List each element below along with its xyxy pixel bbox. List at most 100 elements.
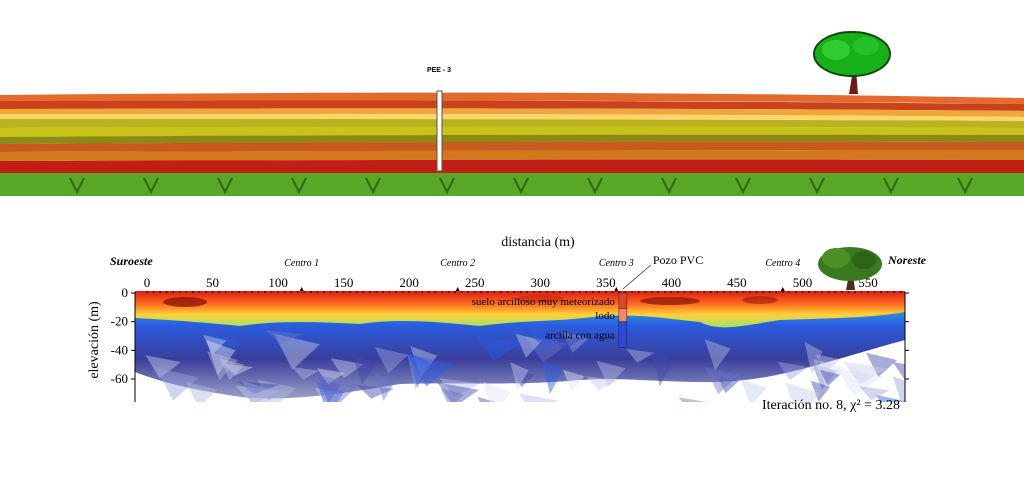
well-layer [618, 321, 628, 348]
electrode-dot [526, 291, 529, 293]
mesh-facet [145, 355, 181, 379]
electrode-dot [572, 291, 574, 293]
direction-right: Noreste [887, 253, 927, 267]
mesh-facet [784, 382, 820, 402]
mesh-facet [206, 339, 236, 375]
electrode-dot [650, 291, 653, 293]
electrode-dot [519, 291, 522, 293]
grass-mark [883, 177, 899, 195]
mesh-facet [561, 331, 590, 353]
y-tick-label: -20 [111, 314, 128, 329]
mesh-facet [716, 375, 739, 394]
electrode-dot [860, 291, 863, 293]
stratum-5 [0, 119, 1024, 128]
mesh-facet [375, 373, 396, 401]
electrode-dot [722, 291, 725, 293]
resistive-anomaly-1 [163, 297, 207, 307]
x-tick-label: 450 [727, 275, 747, 290]
electrode-dot [382, 291, 384, 293]
mesh-facet [625, 348, 655, 363]
x-tick-label: 150 [334, 275, 354, 290]
electrode-dot [742, 291, 745, 293]
mesh-facet [510, 362, 529, 390]
electrode-markers [146, 291, 902, 293]
electrode-dot [178, 291, 181, 293]
mesh-facet [408, 352, 431, 388]
electrode-dot [853, 291, 856, 293]
well-leader-line [622, 264, 652, 290]
mesh-facet [474, 335, 522, 362]
mesh-facet [186, 381, 218, 402]
electrode-dot [683, 291, 686, 293]
electrode-dot [749, 291, 751, 293]
electrode-dot [886, 291, 889, 293]
mesh-facet [515, 333, 542, 358]
x-tick-label: 500 [793, 275, 813, 290]
electrode-dot [211, 291, 214, 293]
electrode-dot [152, 291, 155, 293]
electrode-dot [434, 291, 437, 293]
mesh-facet [273, 333, 321, 370]
strata-layers [0, 92, 1024, 173]
electrode-dot [513, 291, 515, 293]
electrode-dot [198, 291, 201, 293]
mesh-facet [235, 385, 280, 402]
electrode-dot [460, 291, 463, 293]
grass-mark [217, 177, 233, 195]
electrode-dot [827, 291, 830, 293]
y-axis-ticks: 0-20-40-60 [111, 285, 909, 386]
electrode-dot [545, 291, 548, 293]
mesh-facet [483, 381, 512, 402]
grass-mark [735, 177, 751, 195]
mesh-facet [222, 363, 254, 376]
electrode-dot [637, 291, 640, 293]
grass-mark [69, 177, 85, 195]
electrode-dot [559, 291, 561, 293]
electrode-dot [670, 291, 673, 293]
mesh-facet [865, 352, 898, 378]
mesh-facet [650, 349, 674, 387]
well-layer [618, 308, 628, 322]
electrode-dot [840, 291, 843, 293]
mesh-facet [892, 376, 905, 402]
mesh-facet [314, 373, 360, 402]
mesh-facet [704, 366, 739, 395]
electrode-dot [755, 291, 758, 293]
electrode-dot [355, 291, 358, 293]
mesh-facet [439, 378, 480, 397]
electrode-dot [618, 291, 620, 293]
mesh-facet [804, 341, 823, 375]
mesh-facet [842, 361, 887, 385]
grass-mark [661, 177, 677, 195]
electrode-dot [781, 291, 784, 293]
tree-lower-icon [818, 247, 882, 290]
mesh-facet [777, 361, 809, 381]
mesh-facet [316, 368, 345, 385]
electrode-dot [427, 291, 430, 293]
electrode-dot [473, 291, 476, 293]
mesh-facet [858, 386, 890, 401]
mesh-facet [318, 377, 342, 402]
electrode-dot [768, 291, 771, 293]
electrode-dot [585, 291, 588, 293]
mesh-facet [815, 354, 841, 373]
y-tick-label: -60 [111, 371, 128, 386]
electrode-dot [205, 291, 207, 293]
electrode-dot [257, 291, 260, 293]
center-label: Centro 1 [284, 258, 319, 269]
well-label: PEE - 3 [427, 67, 451, 74]
electrode-dot [447, 291, 450, 293]
mesh-facet [541, 359, 563, 394]
stratum-9 [0, 150, 1024, 161]
well-layer-label: arcilla con agua [545, 330, 615, 342]
grass-mark [587, 177, 603, 195]
electrode-dot [690, 291, 692, 293]
mesh-facet [352, 354, 378, 385]
grass-mark [957, 177, 973, 195]
electrode-dot [270, 291, 273, 293]
electrode-dot [165, 291, 168, 293]
stratum-7 [0, 134, 1024, 144]
grass-mark [513, 177, 529, 195]
